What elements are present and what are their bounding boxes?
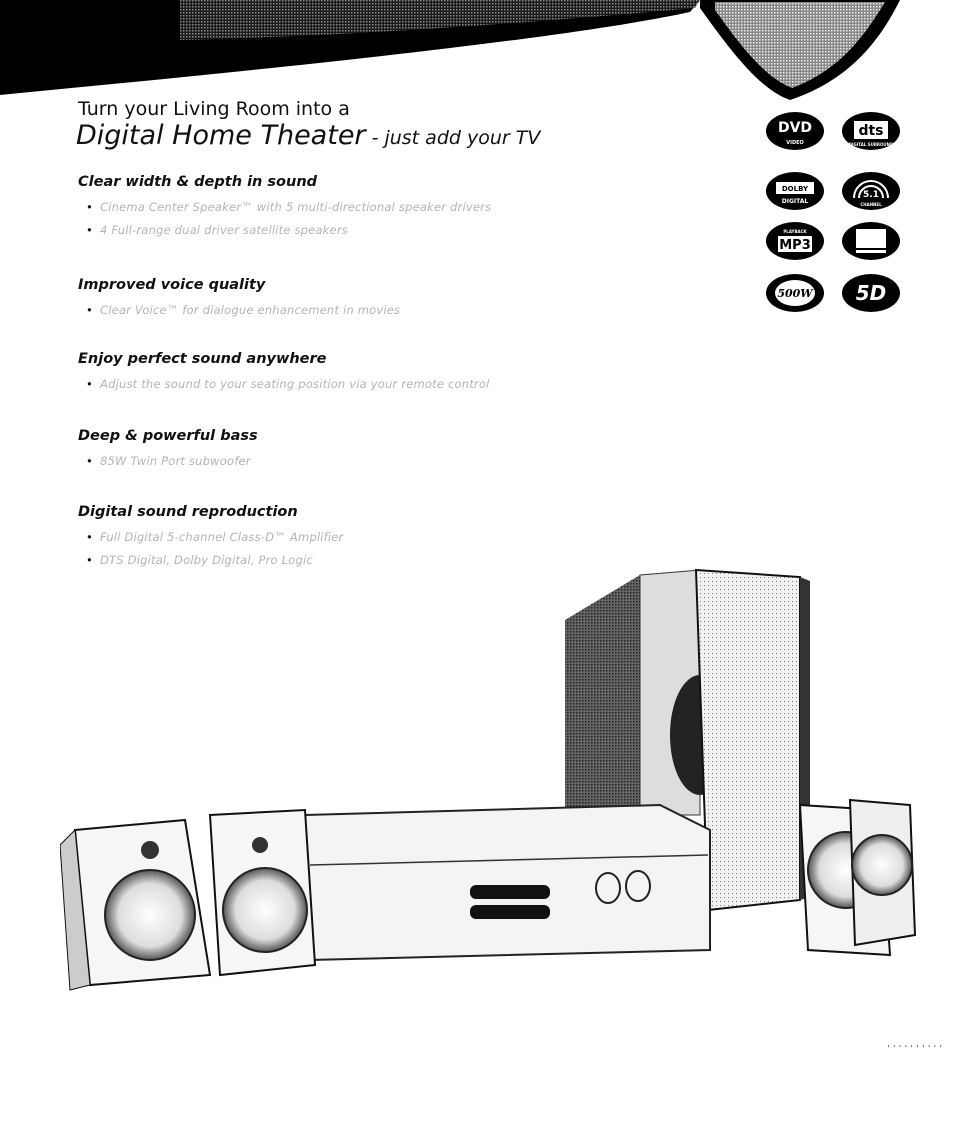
- page-marker: '''''''''': [886, 1044, 945, 1053]
- logo-sub: VIDEO: [786, 140, 804, 146]
- feature-section-digital: Digital sound reproduction Full Digital …: [78, 504, 343, 572]
- feature-section-sound-width: Clear width & depth in sound Cinema Cent…: [78, 174, 491, 242]
- mp3-logo: PLAYBACK MP3: [766, 222, 824, 260]
- section-title: Enjoy perfect sound anywhere: [78, 351, 327, 367]
- page-subtitle: Turn your Living Room into a: [78, 98, 350, 120]
- dts-digital-logo: dts DIGITAL SURROUND: [842, 112, 900, 150]
- dolby-digital-logo: DOLBY DIGITAL: [766, 172, 824, 210]
- logo-sub: DIGITAL: [782, 198, 809, 205]
- logo-label: MP3: [779, 238, 811, 253]
- 5-disc-logo: 5D: [842, 274, 900, 312]
- feature-bullet: Full Digital 5-channel Class-D™ Amplifie…: [86, 526, 343, 549]
- section-title: Digital sound reproduction: [78, 504, 298, 520]
- logo-sub: PLAYBACK: [783, 229, 807, 234]
- feature-bullet: Adjust the sound to your seating positio…: [86, 373, 490, 396]
- logo-label: 5D: [856, 281, 887, 305]
- headline-tail: - just add your TV: [365, 127, 541, 149]
- logo-label: DVD: [778, 120, 812, 136]
- subwoofer: [565, 575, 640, 835]
- logo-label: dts: [858, 123, 883, 139]
- feature-bullet: 4 Full-range dual driver satellite speak…: [86, 219, 491, 242]
- dvd-video-logo: DVD VIDEO: [766, 112, 824, 150]
- feature-bullet: DTS Digital, Dolby Digital, Pro Logic: [86, 549, 343, 572]
- logo-label: 500W: [777, 287, 814, 300]
- page-headline: Digital Home Theater - just add your TV: [76, 120, 540, 151]
- surround-5-1-logo: 5.1 CHANNEL: [842, 172, 900, 210]
- section-title: Improved voice quality: [78, 277, 266, 293]
- section-title: Deep & powerful bass: [78, 428, 258, 444]
- feature-section-anywhere: Enjoy perfect sound anywhere Adjust the …: [78, 351, 490, 396]
- feature-section-bass: Deep & powerful bass 85W Twin Port subwo…: [78, 428, 258, 473]
- logo-sub: CHANNEL: [860, 202, 882, 207]
- center-speaker-tower: [694, 568, 801, 912]
- section-title: Clear width & depth in sound: [78, 174, 318, 190]
- logo-label: 5.1: [863, 190, 879, 200]
- feature-bullet: Clear Voice™ for dialogue enhancement in…: [86, 299, 400, 322]
- logo-sub: DIGITAL SURROUND: [849, 142, 894, 147]
- home-theater-product-photo: [60, 568, 917, 991]
- logo-label: DOLBY: [782, 185, 809, 193]
- headline-main: Digital Home Theater: [76, 120, 366, 151]
- format-logo-grid: DVD VIDEO dts DIGITAL SURROUND DOLBY DIG…: [764, 110, 914, 320]
- feature-bullet: Cinema Center Speaker™ with 5 multi-dire…: [86, 196, 491, 219]
- top-banner: [0, 0, 900, 100]
- feature-section-voice: Improved voice quality Clear Voice™ for …: [78, 277, 400, 322]
- 500w-logo: 500W: [766, 274, 824, 312]
- feature-bullet: 85W Twin Port subwoofer: [86, 450, 258, 473]
- display-logo: [842, 222, 900, 260]
